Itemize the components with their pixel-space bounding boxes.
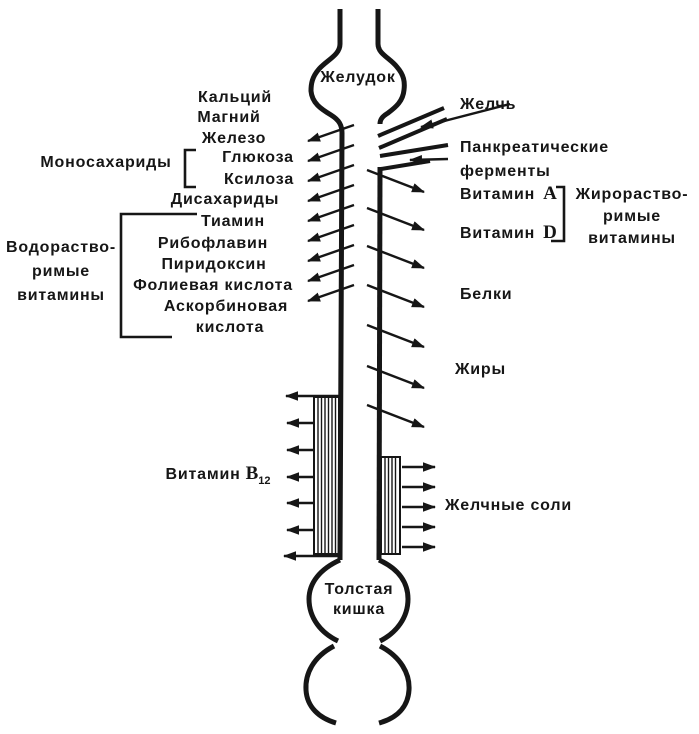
vitamin-b12-word: Витамин bbox=[165, 466, 241, 483]
thiamine-label: Тиамин bbox=[200, 213, 266, 230]
large-intestine-line2: кишка bbox=[332, 601, 386, 618]
ascorbic-acid-line1: Аскорбиновая bbox=[163, 298, 289, 315]
water-soluble-bracket bbox=[119, 212, 197, 339]
b12-absorption-band bbox=[313, 396, 340, 555]
fats-label: Жиры bbox=[455, 361, 506, 378]
gut-outline bbox=[308, 9, 407, 561]
large-intestine-outline bbox=[303, 557, 412, 726]
fat-soluble-line3: витамины bbox=[588, 230, 676, 247]
vitamin-a-word: Витамин bbox=[460, 186, 536, 203]
bile-salts-absorption-band bbox=[380, 456, 401, 555]
label-arrows bbox=[409, 102, 511, 165]
disaccharides-label: Дисахариды bbox=[170, 191, 280, 208]
vitamin-a-label: Витамин A bbox=[460, 184, 557, 205]
bile-salts-label: Желчные соли bbox=[445, 497, 572, 514]
b12-band-arrows bbox=[283, 391, 341, 561]
water-soluble-vitamins-label: Водораство- римые витамины bbox=[6, 236, 116, 308]
fat-soluble-bracket bbox=[551, 185, 566, 243]
ducts bbox=[377, 106, 449, 171]
glucose-label: Глюкоза bbox=[222, 149, 294, 166]
pancreatic-line2: ферменты bbox=[460, 163, 551, 180]
vitamin-b12-subscript: 12 bbox=[258, 475, 271, 487]
iron-label: Железо bbox=[201, 130, 267, 147]
ascorbic-acid-line2: кислота bbox=[195, 319, 265, 336]
folic-acid-label: Фолиевая кислота bbox=[133, 277, 293, 294]
vitamin-d-letter: D bbox=[543, 222, 557, 243]
pancreatic-enzymes-label: Панкреатические ферменты bbox=[460, 136, 609, 184]
proteins-label: Белки bbox=[460, 286, 513, 303]
water-soluble-line3: витамины bbox=[17, 287, 105, 304]
left-absorption-arrows bbox=[307, 123, 355, 303]
large-intestine-label: Толстая кишка bbox=[325, 580, 394, 620]
water-soluble-line1: Водораство- bbox=[6, 239, 116, 256]
pyridoxine-label: Пиридоксин bbox=[161, 256, 267, 273]
vitamin-d-label: Витамин D bbox=[460, 223, 557, 244]
vitamin-b12-letter: B bbox=[245, 463, 259, 484]
riboflavin-label: Рибофлавин bbox=[157, 235, 269, 252]
magnesium-label: Магний bbox=[197, 109, 261, 126]
fat-soluble-vitamins-label: Жирораство- римые витамины bbox=[576, 184, 689, 250]
right-absorption-arrows bbox=[366, 168, 425, 429]
monosaccharides-bracket bbox=[183, 148, 196, 189]
vitamin-d-word: Витамин bbox=[460, 225, 536, 242]
brackets bbox=[119, 148, 566, 339]
xylose-label: Ксилоза bbox=[223, 171, 295, 188]
pancreatic-line1: Панкреатические bbox=[460, 139, 609, 156]
water-soluble-line2: римые bbox=[31, 263, 91, 280]
calcium-label: Кальций bbox=[198, 89, 272, 106]
fat-soluble-line2: римые bbox=[602, 208, 661, 225]
vitamin-a-letter: A bbox=[543, 183, 557, 204]
fat-soluble-line1: Жирораство- bbox=[575, 186, 689, 203]
monosaccharides-label: Моносахариды bbox=[40, 154, 172, 171]
bile-label: Желчь bbox=[460, 96, 517, 113]
bile-salts-band-arrows bbox=[402, 462, 436, 552]
stomach-label: Желудок bbox=[320, 69, 396, 86]
large-intestine-line1: Толстая bbox=[324, 581, 394, 598]
